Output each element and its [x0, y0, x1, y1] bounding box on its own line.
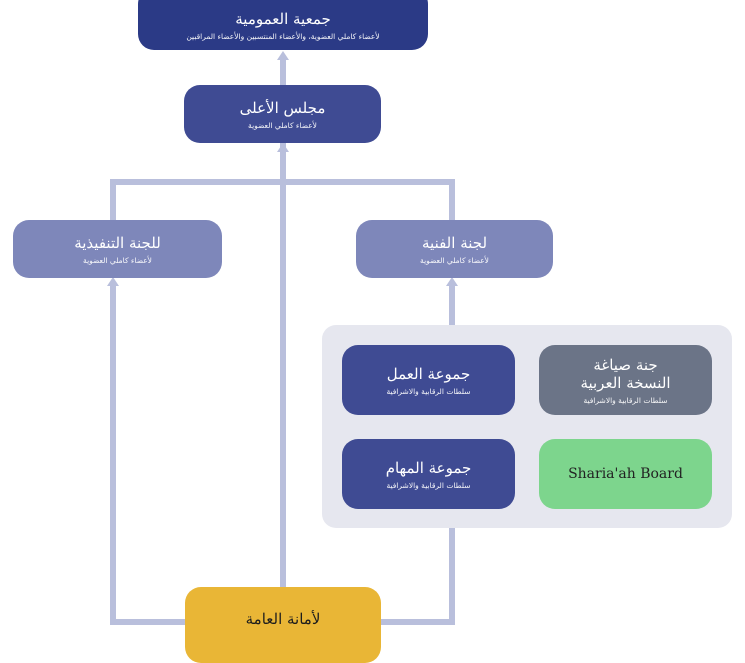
task-group-subtitle: سلطات الرقابية والاشرافية [386, 480, 471, 490]
working-group-subtitle: سلطات الرقابية والاشرافية [386, 386, 471, 396]
arabic-drafting-title-line1: جنة صياغة [593, 355, 658, 374]
arrowhead-executive [107, 277, 119, 286]
general-secretariat-title: لأمانة العامة [245, 610, 321, 628]
technical-committee-box: لجنة الفنية لأعضاء كاملي العضوية [356, 220, 553, 278]
technical-committee-title: لجنة الفنية [422, 233, 488, 252]
executive-committee-box: للجنة التنفيذية لأعضاء كاملي العضوية [13, 220, 222, 278]
arrowhead-technical [446, 277, 458, 286]
general-assembly-subtitle: لأعضاء كاملي العضوية، والأعضاء المنتسبين… [186, 31, 380, 41]
high-council-title: مجلس الأعلى [239, 98, 326, 117]
working-group-title: جموعة العمل [386, 364, 471, 383]
high-council-box: مجلس الأعلى لأعضاء كاملي العضوية [184, 85, 381, 143]
general-assembly-box: جمعية العمومية لأعضاء كاملي العضوية، وال… [138, 0, 428, 50]
arrowhead-assembly [277, 51, 289, 60]
general-secretariat-box: لأمانة العامة [185, 587, 381, 663]
task-group-box: جموعة المهام سلطات الرقابية والاشرافية [342, 439, 515, 509]
connector-secretariat-to-group [377, 525, 455, 625]
technical-committee-subtitle: لأعضاء كاملي العضوية [420, 255, 489, 265]
arabic-drafting-subtitle: سلطات الرقابية والاشرافية [583, 395, 668, 405]
sharia-board-box: Sharia'ah Board [539, 439, 712, 509]
sharia-board-title: Sharia'ah Board [568, 466, 683, 482]
high-council-subtitle: لأعضاء كاملي العضوية [248, 120, 317, 130]
executive-committee-subtitle: لأعضاء كاملي العضوية [83, 255, 152, 265]
arabic-drafting-box: جنة صياغة النسخة العربية سلطات الرقابية … [539, 345, 712, 415]
connector-committees-bar [110, 179, 455, 223]
executive-committee-title: للجنة التنفيذية [74, 233, 161, 252]
general-assembly-title: جمعية العمومية [235, 9, 331, 28]
working-group-box: جموعة العمل سلطات الرقابية والاشرافية [342, 345, 515, 415]
arrowhead-council [277, 143, 289, 152]
arabic-drafting-title-line2: النسخة العربية [580, 373, 671, 392]
task-group-title: جموعة المهام [385, 458, 472, 477]
connector-secretariat-to-executive [110, 282, 188, 625]
